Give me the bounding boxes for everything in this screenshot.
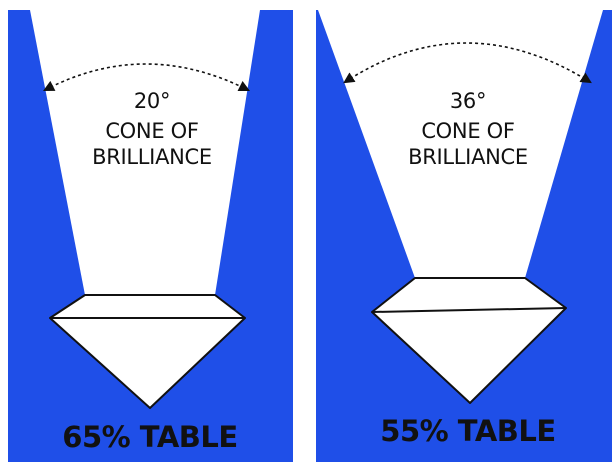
right-angle-arc xyxy=(343,42,592,84)
right-table-caption: 55% TABLE xyxy=(380,414,555,448)
right-diamond-girdle xyxy=(371,307,567,313)
left-panel: 20° CONE OF BRILLIANCE 65% TABLE xyxy=(8,10,293,462)
right-cone-label-line2: BRILLIANCE xyxy=(408,145,528,169)
right-angle-label: 36° xyxy=(450,89,486,113)
right-panel: 36° CONE OF BRILLIANCE 55% TABLE xyxy=(316,10,612,462)
right-cone-label-line1: CONE OF xyxy=(421,119,514,143)
left-table-caption: 65% TABLE xyxy=(62,420,237,454)
left-diamond xyxy=(49,294,246,409)
left-angle-arc xyxy=(43,63,251,92)
left-angle-label: 20° xyxy=(134,89,170,113)
left-cone-label-line1: CONE OF xyxy=(105,119,198,143)
left-cone-label-line2: BRILLIANCE xyxy=(92,145,212,169)
